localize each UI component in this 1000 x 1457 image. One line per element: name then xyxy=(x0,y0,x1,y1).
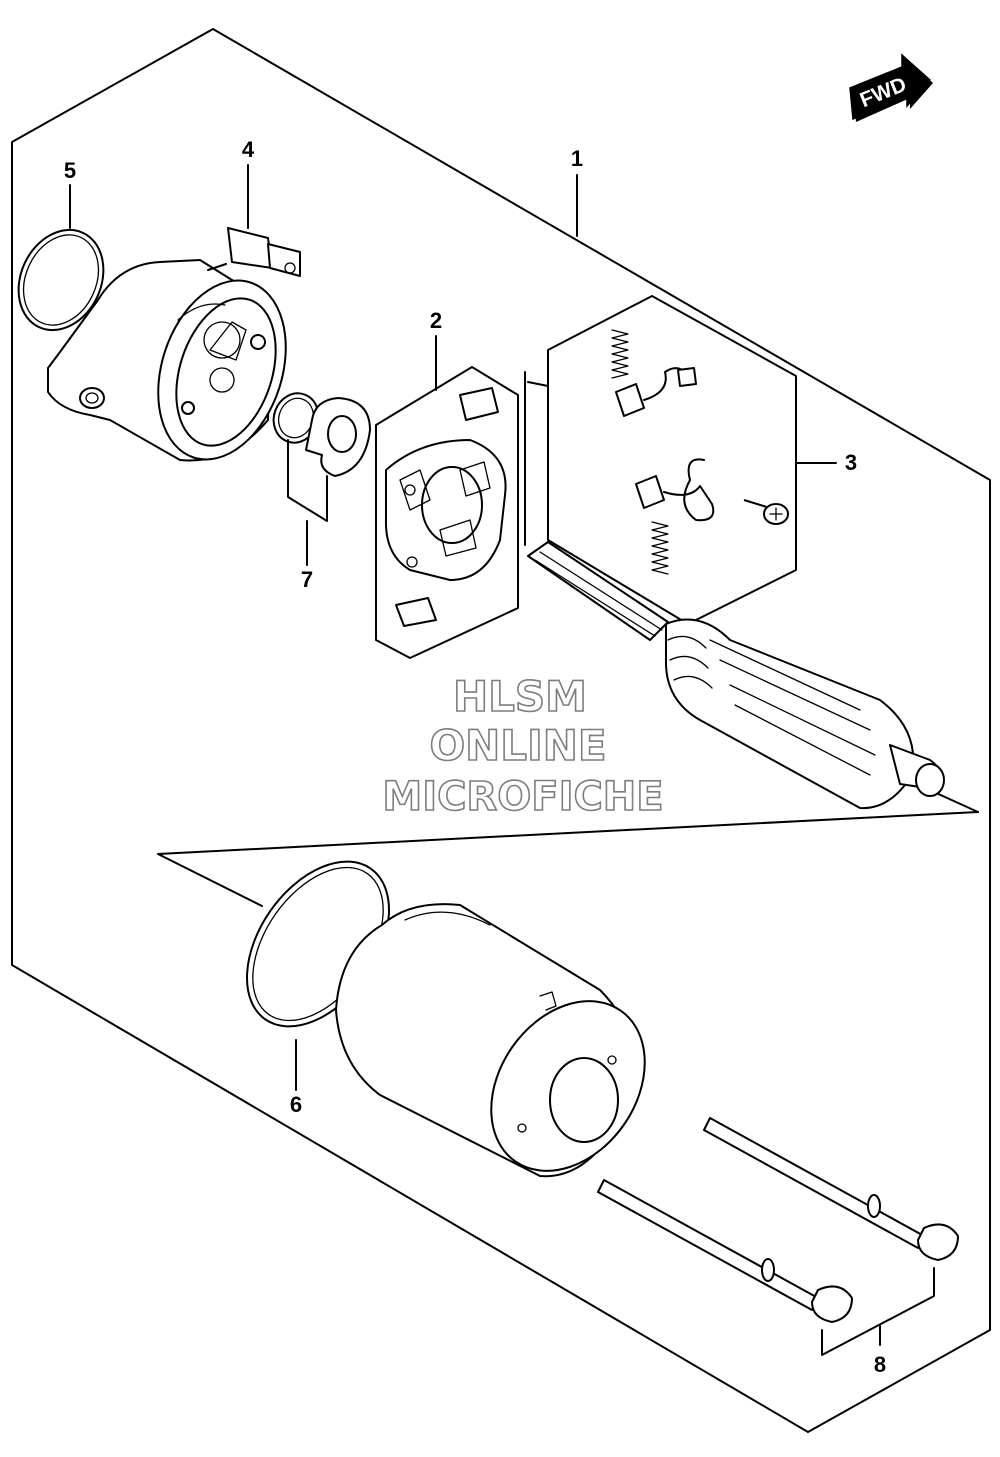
brush-kit-part-3 xyxy=(547,295,837,625)
watermark-line-1: HLSM xyxy=(453,672,587,721)
callout-part-7: 7 xyxy=(301,567,313,592)
o-ring-part-5 xyxy=(17,228,105,332)
callout-part-3: 3 xyxy=(845,450,857,475)
watermark-line-2: ONLINE xyxy=(429,721,606,770)
assembly-boundary-outline xyxy=(11,28,991,1433)
bolts-part-8 xyxy=(597,1117,959,1356)
callout-part-6: 6 xyxy=(290,1092,302,1117)
brush-holder-part-2 xyxy=(375,366,519,659)
watermark: HLSM ONLINE MICROFICHE xyxy=(382,671,665,821)
watermark-line-3: MICROFICHE xyxy=(382,774,663,820)
callout-part-1: 1 xyxy=(571,146,583,171)
callout-part-4: 4 xyxy=(242,137,255,162)
bracket-part-8 xyxy=(821,1267,935,1356)
yoke-housing-part-1 xyxy=(335,903,646,1178)
callout-part-2: 2 xyxy=(430,308,442,333)
front-housing-part-4 xyxy=(47,227,301,462)
fwd-arrow-badge: FWD xyxy=(849,53,933,122)
leader-lines xyxy=(69,164,881,1346)
bracket-part-7 xyxy=(287,439,328,522)
callout-part-8: 8 xyxy=(874,1352,886,1377)
section-divider-lines xyxy=(157,811,979,907)
armature-part-1 xyxy=(527,541,945,810)
callout-part-5: 5 xyxy=(64,158,76,183)
washers-part-7 xyxy=(272,392,371,522)
